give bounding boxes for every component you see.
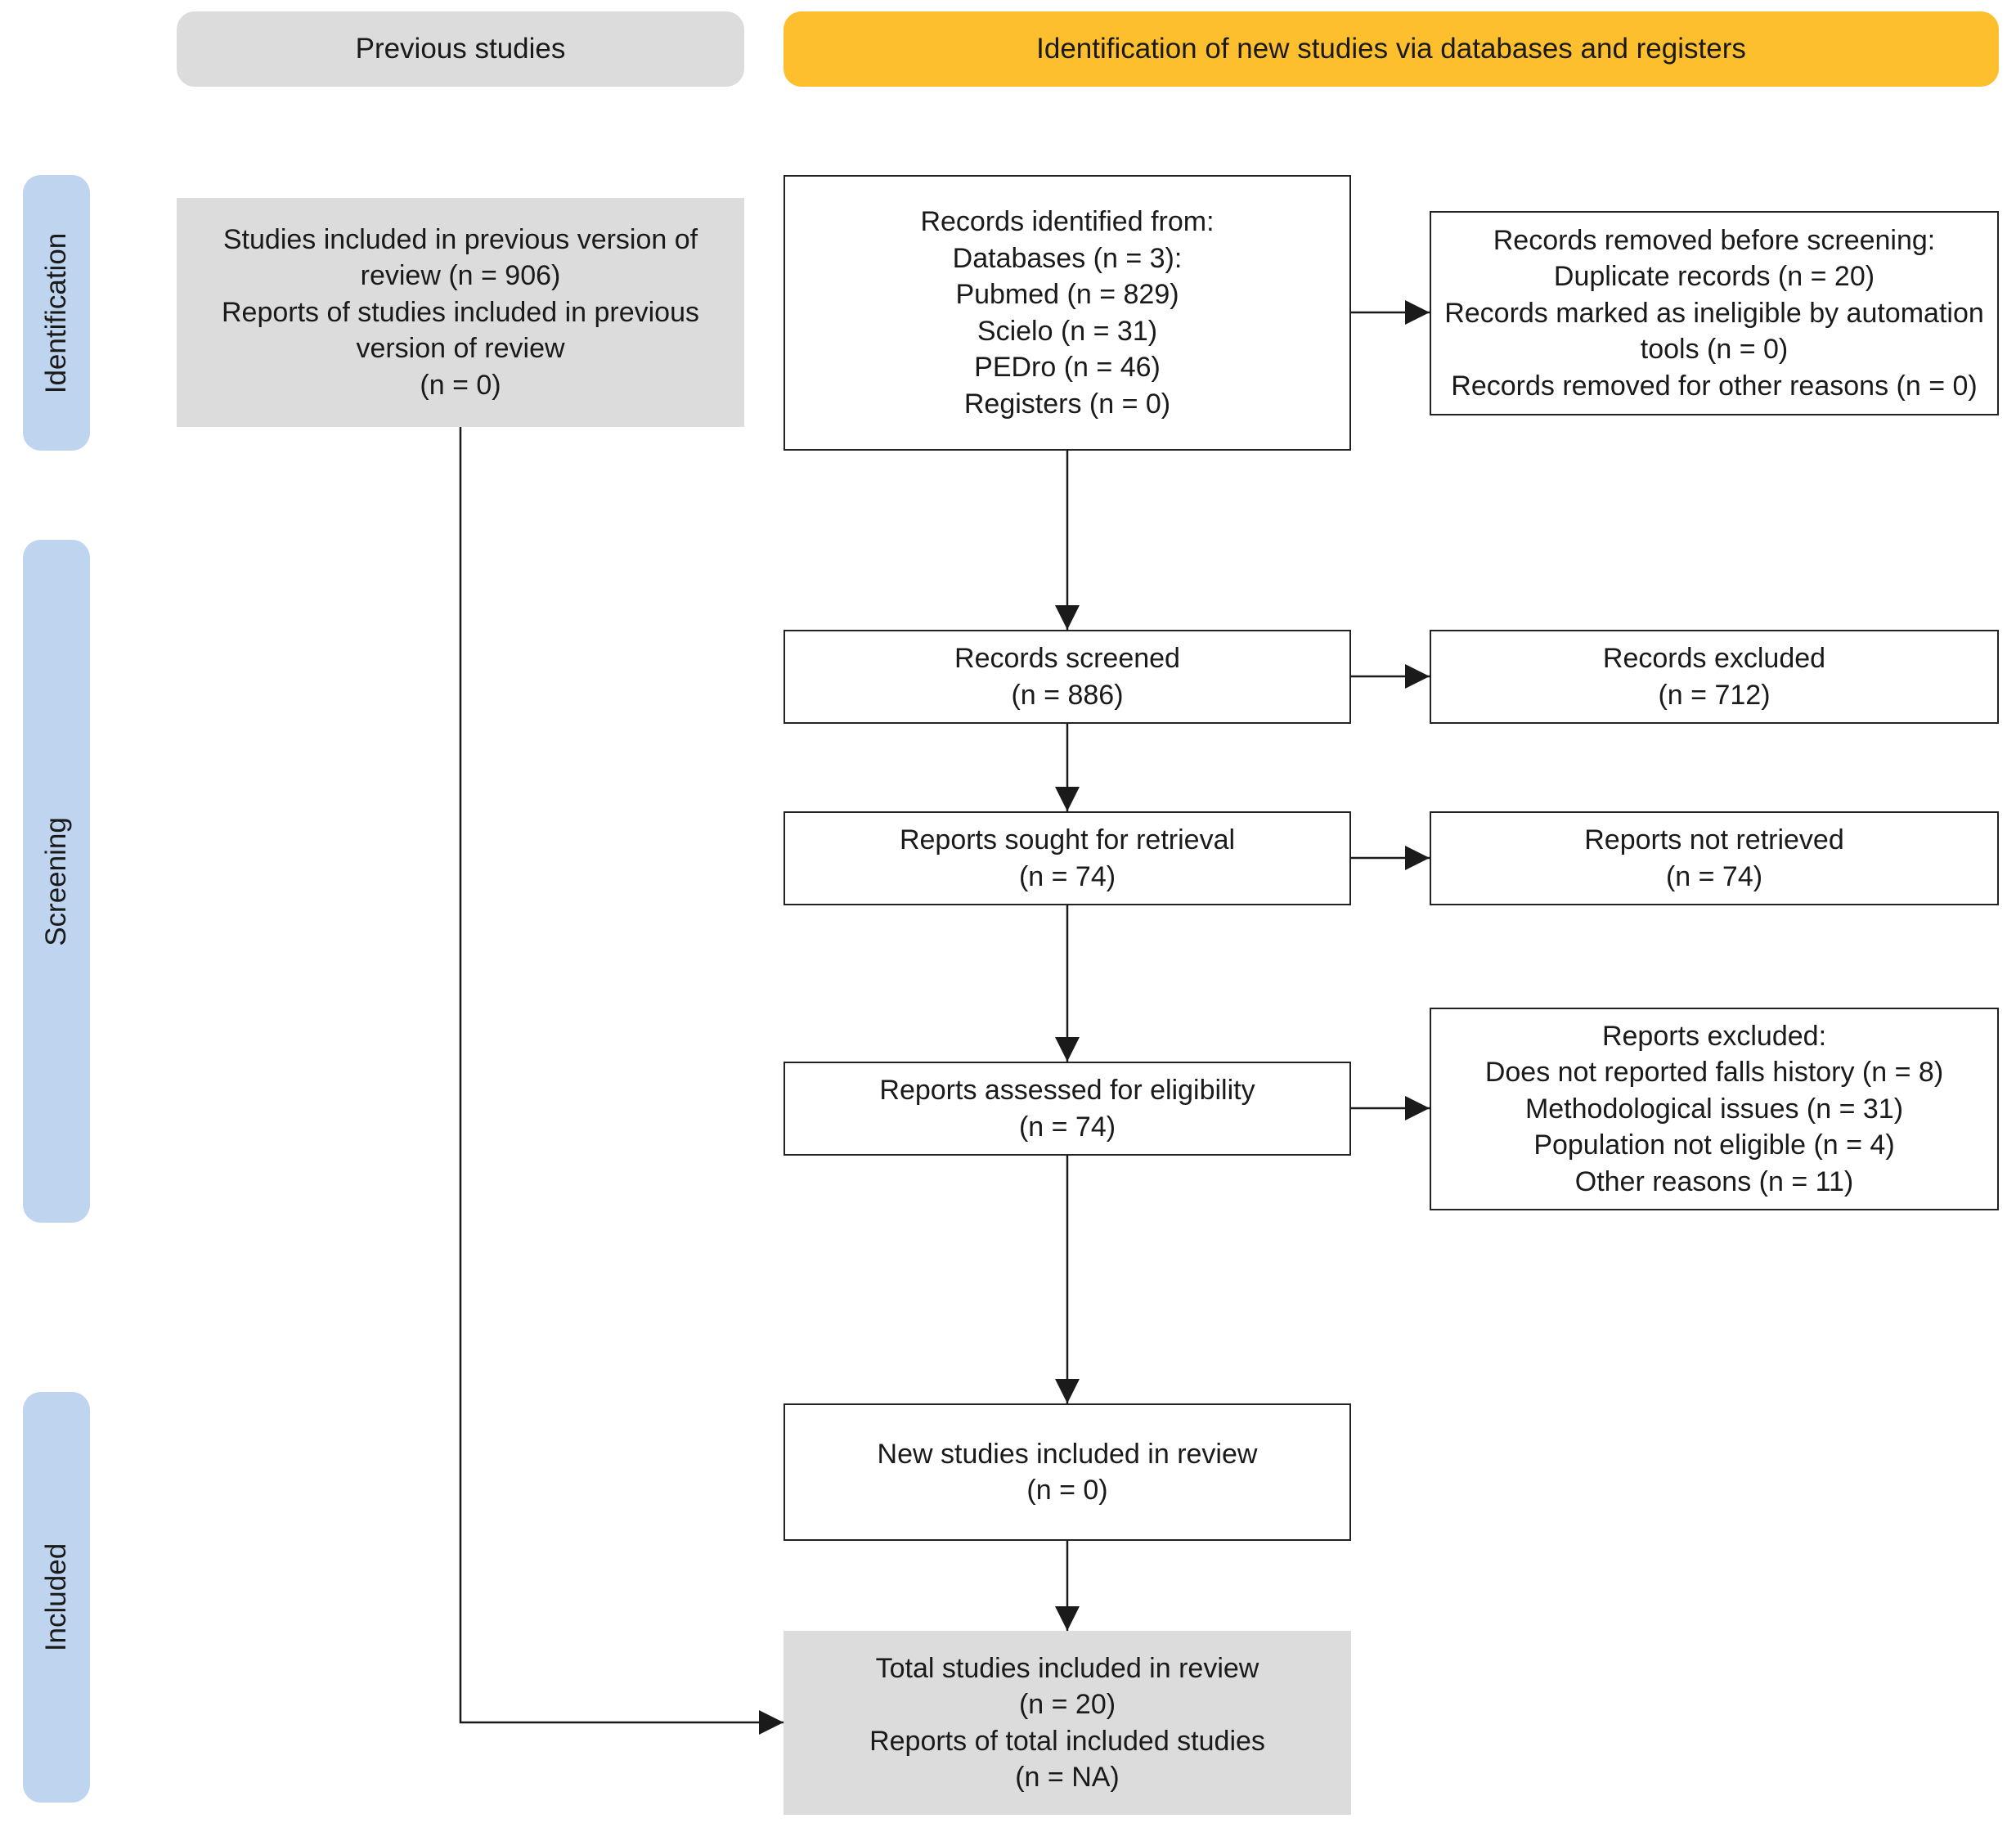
box-line: Records screened: [954, 643, 1180, 674]
records-screened-box: Records screened (n = 886): [784, 630, 1351, 724]
box-line: (n = 74): [1665, 860, 1763, 892]
new-studies-header-label: Identification of new studies via databa…: [1036, 33, 1746, 65]
phase-screening: Screening: [23, 540, 90, 1223]
records-excluded-box: Records excluded (n = 712): [1430, 630, 1999, 724]
previous-studies-header-label: Previous studies: [355, 33, 566, 65]
box-line: Records marked as ineligible by automati…: [1444, 297, 1984, 329]
box-line: Databases (n = 3):: [952, 242, 1183, 274]
box-line: New studies included in review: [877, 1438, 1258, 1470]
phase-identification: Identification: [23, 175, 90, 451]
box-line: (n = 0): [1026, 1475, 1108, 1506]
arrow-previous-to-total: [459, 427, 784, 1735]
phase-included: Included: [23, 1392, 90, 1803]
box-line: Reports not retrieved: [1584, 824, 1844, 855]
box-line: Other reasons (n = 11): [1574, 1165, 1854, 1197]
box-line: review (n = 906): [360, 260, 561, 292]
box-line: Reports of studies included in previous: [222, 296, 699, 328]
box-line: Total studies included in review: [875, 1652, 1259, 1684]
box-line: PEDro (n = 46): [974, 352, 1161, 383]
box-line: Population not eligible (n = 4): [1533, 1129, 1895, 1161]
box-line: Studies included in previous version of: [222, 223, 698, 255]
box-line: Does not reported falls history (n = 8): [1484, 1057, 1944, 1089]
box-line: (n = 74): [1018, 860, 1116, 892]
reports-sought-box: Reports sought for retrieval (n = 74): [784, 811, 1351, 905]
previous-included-box: Studies included in previous version of …: [177, 198, 744, 427]
box-line: Reports sought for retrieval: [899, 824, 1236, 855]
new-studies-header: Identification of new studies via databa…: [784, 11, 1999, 87]
new-included-box: New studies included in review (n = 0): [784, 1403, 1351, 1541]
box-line: Methodological issues (n = 31): [1524, 1093, 1904, 1125]
box-line: Records excluded: [1602, 643, 1826, 674]
box-line: (n = 712): [1658, 679, 1771, 711]
total-included-box: Total studies included in review (n = 20…: [784, 1631, 1351, 1815]
box-line: tools (n = 0): [1640, 334, 1789, 366]
box-line: Registers (n = 0): [963, 388, 1171, 420]
records-removed-box: Records removed before screening: Duplic…: [1430, 211, 1999, 415]
box-line: Reports assessed for eligibility: [879, 1075, 1255, 1106]
reports-assessed-box: Reports assessed for eligibility (n = 74…: [784, 1062, 1351, 1156]
box-line: (n = NA): [1015, 1762, 1120, 1793]
records-identified-box: Records identified from: Databases (n = …: [784, 175, 1351, 451]
box-line: Scielo (n = 31): [977, 315, 1158, 347]
previous-studies-header: Previous studies: [177, 11, 744, 87]
box-line: (n = 0): [420, 369, 501, 401]
box-line: Records removed for other reasons (n = 0…: [1451, 370, 1978, 402]
box-line: (n = 74): [1018, 1111, 1116, 1143]
box-line: (n = 20): [1018, 1689, 1116, 1720]
reports-not-retrieved-box: Reports not retrieved (n = 74): [1430, 811, 1999, 905]
box-line: Records identified from:: [920, 206, 1215, 237]
box-line: Records removed before screening:: [1493, 224, 1936, 256]
box-line: version of review: [356, 333, 565, 365]
box-line: (n = 886): [1011, 679, 1124, 711]
reports-excluded-box: Reports excluded: Does not reported fall…: [1430, 1008, 1999, 1210]
box-line: Reports of total included studies: [869, 1725, 1265, 1757]
box-line: Reports excluded:: [1601, 1020, 1827, 1052]
box-line: Pubmed (n = 829): [955, 279, 1179, 310]
box-line: Duplicate records (n = 20): [1553, 261, 1875, 293]
